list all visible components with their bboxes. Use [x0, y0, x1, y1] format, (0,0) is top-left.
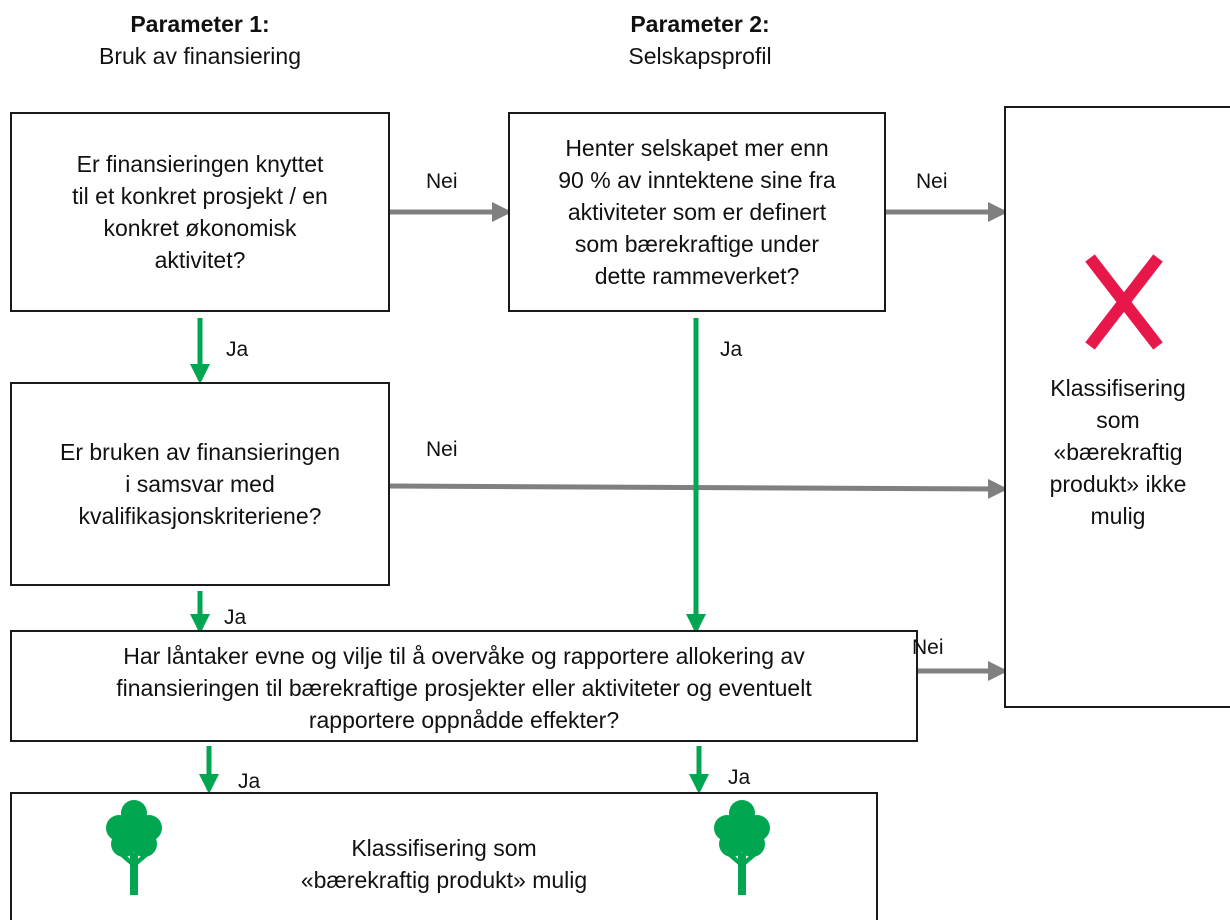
header-parameter-1: Parameter 1: Bruk av finansiering: [60, 8, 340, 72]
label-yes-q1: Ja: [226, 338, 249, 361]
question-text-qualification-criteria: Er bruken av finansieringen i samsvar me…: [60, 439, 340, 529]
header-parameter-1-title: Parameter 1:: [130, 11, 270, 37]
question-box-revenue-share: Henter selskapet mer enn 90 % av inntekt…: [508, 112, 886, 312]
question-text-monitoring-reporting: Har låntaker evne og vilje til å overvåk…: [116, 643, 812, 733]
question-text-financing-linked: Er finansieringen knyttet til et konkret…: [72, 151, 328, 273]
tree-icon: [106, 800, 162, 895]
header-parameter-2-subtitle: Selskapsprofil: [628, 43, 772, 69]
result-box-sustainable-not-possible: Klassifisering som «bærekraftig produkt»…: [1004, 106, 1230, 708]
header-parameter-1-subtitle: Bruk av finansiering: [99, 43, 301, 69]
label-yes-q4-right: Ja: [728, 766, 751, 789]
question-text-revenue-share: Henter selskapet mer enn 90 % av inntekt…: [558, 135, 836, 289]
label-yes-q3: Ja: [224, 606, 247, 629]
header-parameter-2-title: Parameter 2:: [630, 11, 770, 37]
label-no-q3: Nei: [426, 438, 458, 461]
question-box-qualification-criteria: Er bruken av finansieringen i samsvar me…: [10, 382, 390, 586]
question-box-financing-linked: Er finansieringen knyttet til et konkret…: [10, 112, 390, 312]
header-parameter-2: Parameter 2: Selskapsprofil: [560, 8, 840, 72]
question-box-monitoring-reporting: Har låntaker evne og vilje til å overvåk…: [10, 630, 918, 742]
cross-icon: [1085, 254, 1163, 350]
result-text-sustainable-not-possible: Klassifisering som «bærekraftig produkt»…: [1049, 375, 1187, 529]
label-no-q2: Nei: [916, 170, 948, 193]
label-no-q1: Nei: [426, 170, 458, 193]
label-no-q4: Nei: [912, 636, 944, 659]
label-yes-q2: Ja: [720, 338, 743, 361]
result-text-sustainable-possible: Klassifisering som «bærekraftig produkt»…: [300, 835, 588, 893]
tree-icon: [714, 800, 770, 895]
label-yes-q4-left: Ja: [238, 770, 261, 793]
